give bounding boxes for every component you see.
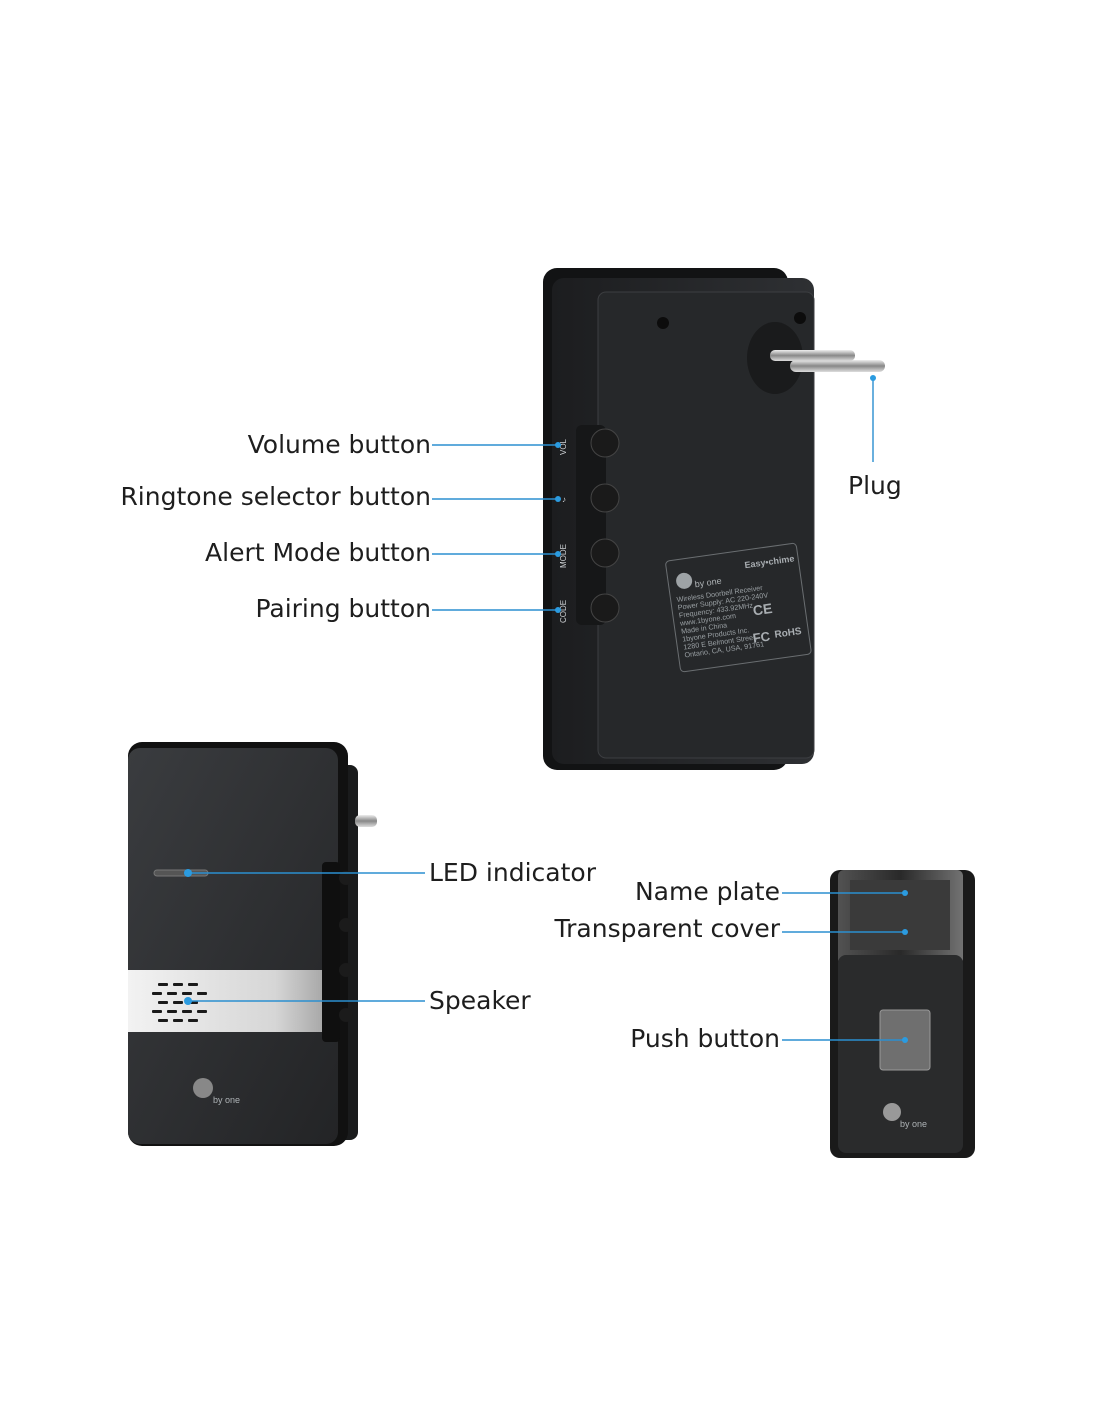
plug (747, 322, 885, 394)
side-label-code: CODE (559, 600, 568, 623)
code-button[interactable] (590, 593, 620, 623)
speaker-grille (152, 983, 207, 1022)
front-logo: by one (213, 1095, 240, 1105)
transmitter-logo: by one (900, 1119, 927, 1129)
side-label-mode: MODE (559, 544, 568, 568)
music-note-icon: ♪ (562, 495, 566, 504)
side-label-vol: VOL (559, 438, 568, 455)
logo-icon (883, 1103, 901, 1121)
ringtone-button[interactable] (590, 483, 620, 513)
callout-lines (184, 375, 908, 1043)
callout-speaker: Speaker (429, 986, 531, 1015)
receiver-back: VOL MODE CODE ♪ by one Easy•chime Wirele… (543, 268, 885, 770)
logo-icon (193, 1078, 213, 1098)
receiver-buttons: VOL MODE CODE ♪ (559, 425, 620, 625)
callout-alert-mode: Alert Mode button (205, 538, 431, 567)
receiver-front: by one (128, 742, 377, 1146)
ce-mark: CE (752, 600, 773, 619)
callout-led: LED indicator (429, 858, 597, 887)
mode-button[interactable] (590, 538, 620, 568)
callout-ringtone: Ringtone selector button (120, 482, 431, 511)
callout-plug: Plug (848, 471, 902, 500)
fc-mark: FC (752, 628, 772, 645)
label-logo: by one (694, 576, 722, 590)
callout-push-button: Push button (630, 1024, 780, 1053)
callout-volume: Volume button (248, 430, 431, 459)
rohs-mark: RoHS (774, 626, 803, 641)
product-label: by one Easy•chime Wireless Doorbell Rece… (665, 542, 812, 673)
callout-pairing: Pairing button (255, 594, 431, 623)
callout-name-plate: Name plate (635, 877, 780, 906)
push-button-transmitter: by one (830, 870, 975, 1158)
logo-icon (676, 572, 693, 589)
callout-transparent-cover: Transparent cover (554, 914, 781, 943)
volume-button[interactable] (590, 428, 620, 458)
